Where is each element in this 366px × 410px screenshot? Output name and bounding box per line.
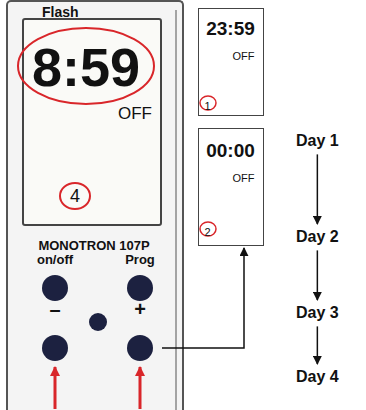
text-slot: 8:59 [26, 40, 146, 94]
button-text: Prog [125, 253, 155, 268]
day-label: Day 1 [296, 132, 339, 150]
text-slot: + [120, 298, 160, 321]
middle-button [89, 313, 107, 331]
button-cap [127, 335, 153, 361]
text-slot: OFF [228, 168, 260, 186]
text-slot: OFF [228, 46, 260, 64]
day-label: Day 3 [296, 304, 339, 322]
pointer-arrow [139, 367, 142, 409]
button-text: – [49, 298, 60, 321]
text-slot: 00:00 [200, 140, 262, 162]
flow-arrow [317, 154, 319, 224]
brand-name: Flash [42, 4, 79, 20]
timer-housing: MONOTRON 107P 8:59OFF 4 on/off Prog – + [6, 0, 184, 410]
day-text: Day 2 [296, 228, 339, 246]
text-slot: Flash [42, 3, 79, 21]
text-slot: OFF [114, 104, 156, 124]
text-slot: 4 [66, 186, 84, 207]
day-text: Day 4 [296, 368, 339, 386]
text-slot: – [35, 298, 75, 321]
flow-arrow [317, 326, 319, 364]
lcd-display-text: OFF [118, 104, 152, 124]
flow-arrow [162, 248, 244, 348]
day-text: Day 3 [296, 304, 339, 322]
highlight-ring [60, 183, 90, 209]
button: – [35, 300, 75, 366]
highlight-ring [200, 96, 216, 110]
button-cap [42, 275, 68, 301]
display-panel: 23:59OFF 1 [198, 8, 264, 116]
highlight-ring [18, 28, 154, 104]
lcd-display-text: 4 [70, 186, 80, 207]
button-text: + [134, 298, 146, 321]
button-cap [42, 335, 68, 361]
display-panel: 00:00OFF 2 [198, 128, 264, 246]
flow-arrow [317, 250, 319, 300]
day-label: Day 2 [296, 228, 339, 246]
lcd-display-text: 8:59 [32, 40, 140, 94]
text-slot: 2 [202, 222, 214, 240]
display-panel-text: OFF [233, 172, 255, 185]
pointer-arrow [54, 367, 57, 409]
text-slot: MONOTRON 107P [34, 236, 154, 254]
lcd-display: 8:59OFF 4 [22, 18, 162, 226]
display-panel-text: 23:59 [206, 18, 255, 40]
display-panel-text: 00:00 [206, 140, 255, 162]
display-panel-text: 1 [204, 100, 210, 113]
day-label: Day 4 [296, 368, 339, 386]
text-slot: on/off [30, 250, 80, 268]
highlight-ring [200, 222, 216, 236]
display-panel-text: 2 [204, 226, 210, 239]
button-text: on/off [37, 253, 73, 268]
day-text: Day 1 [296, 132, 339, 150]
housing-edge [175, 10, 177, 410]
button-cap [127, 275, 153, 301]
display-panel-text: OFF [233, 50, 255, 63]
text-slot: 23:59 [200, 18, 262, 40]
text-slot: 1 [202, 96, 214, 114]
button: + [120, 300, 160, 366]
timer-housing-text: MONOTRON 107P [38, 239, 149, 254]
